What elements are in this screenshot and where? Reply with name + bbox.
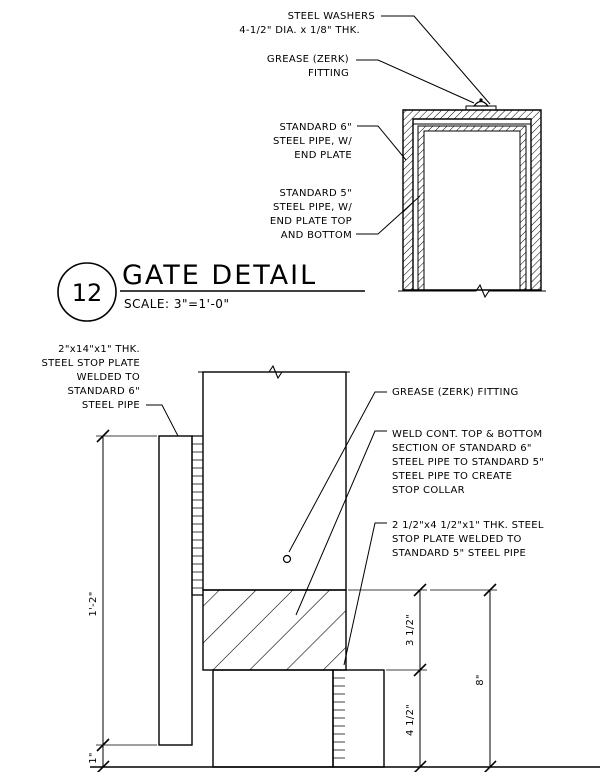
stop-plate-5in: [332, 669, 385, 768]
stop-plate-6in: [158, 435, 193, 746]
note-pipe6-line3: END PLATE: [294, 150, 352, 161]
note-grease-line1: GREASE (ZERK): [267, 54, 349, 65]
note-weld-line3: STEEL PIPE TO STANDARD 5": [392, 457, 544, 468]
note-weld-line5: STOP COLLAR: [392, 485, 465, 496]
note-pipe5-line2: STEEL PIPE, W/: [273, 202, 352, 213]
upper-note-pipe5: STANDARD 5" STEEL PIPE, W/ END PLATE TOP…: [270, 188, 421, 241]
upper-break-line: [398, 283, 546, 299]
dim-base-left: 1": [88, 752, 99, 764]
lower-note-grease: GREASE (ZERK) FITTING: [288, 387, 519, 553]
detail-title: GATE DETAIL: [122, 260, 317, 291]
upper-note-pipe6: STANDARD 6" STEEL PIPE, W/ END PLATE: [273, 122, 407, 161]
note-washers-line1: STEEL WASHERS: [288, 11, 375, 22]
note-sp6-line1: 2"x14"x1" THK.: [58, 344, 140, 355]
note-pipe6-line1: STANDARD 6": [280, 122, 352, 133]
inner-pipe-wall: [417, 125, 527, 291]
upper-note-grease: GREASE (ZERK) FITTING: [267, 54, 475, 104]
detail-number: 12: [72, 279, 103, 307]
lower-break-line: [198, 364, 350, 380]
lower-elevation: [90, 364, 600, 768]
note-weld-line1: WELD CONT. TOP & BOTTOM: [392, 429, 542, 440]
note-grease-line2: FITTING: [308, 68, 349, 79]
note-pipe6-line2: STEEL PIPE, W/: [273, 136, 352, 147]
dim-lower-pipe: 4 1/2": [405, 704, 416, 736]
note-sp6-line2: STEEL STOP PLATE: [41, 358, 140, 369]
note-pipe5-line1: STANDARD 5": [280, 188, 352, 199]
note-washers-line2: 4-1/2" DIA. x 1/8" THK.: [239, 25, 360, 36]
dim-collar: 3 1/2": [405, 614, 416, 646]
lower-5in-pipe: [212, 669, 334, 768]
weld-ticks-right: [333, 677, 345, 759]
note-sp6-line4: STANDARD 6": [68, 386, 140, 397]
note-weld-line2: SECTION OF STANDARD 6": [392, 443, 532, 454]
lower-note-weld: WELD CONT. TOP & BOTTOM SECTION OF STAND…: [295, 429, 544, 616]
dim-total-right: 8": [475, 674, 486, 686]
note-sp5-line1: 2 1/2"x4 1/2"x1" THK. STEEL: [392, 520, 544, 531]
title-block: 12 GATE DETAIL SCALE: 3"=1'-0": [57, 260, 365, 322]
grease-fitting-point: [282, 554, 292, 564]
weld-ticks-left: [192, 443, 203, 589]
upper-6in-pipe: [202, 371, 347, 591]
upper-pipe-section: [398, 98, 546, 299]
dimension-left: 1'-2" 1": [88, 429, 157, 772]
lower-note-stop-plate-6: 2"x14"x1" THK. STEEL STOP PLATE WELDED T…: [41, 344, 179, 437]
note-weld-line4: STEEL PIPE TO CREATE: [392, 471, 512, 482]
dim-height-left: 1'-2": [88, 591, 99, 616]
note-sp5-line2: STOP PLATE WELDED TO: [392, 534, 522, 545]
detail-scale: SCALE: 3"=1'-0": [124, 297, 229, 311]
note-pipe5-line3: END PLATE TOP: [270, 216, 352, 227]
dimension-middle: 3 1/2" 4 1/2": [348, 583, 427, 772]
upper-note-washers: STEEL WASHERS 4-1/2" DIA. x 1/8" THK.: [239, 11, 491, 105]
detail-number-circle: [57, 262, 117, 322]
grease-fitting: [472, 100, 490, 107]
note-sp6-line5: STEEL PIPE: [82, 400, 140, 411]
stop-collar: [202, 589, 347, 671]
note-grease-lower: GREASE (ZERK) FITTING: [392, 387, 519, 398]
note-pipe5-line4: AND BOTTOM: [281, 230, 352, 241]
note-sp6-line3: WELDED TO: [77, 372, 140, 383]
upper-end-plate: [412, 118, 532, 125]
lower-note-stop-plate-5: 2 1/2"x4 1/2"x1" THK. STEEL STOP PLATE W…: [343, 520, 544, 666]
dimension-right: 8": [430, 583, 497, 772]
note-sp5-line3: STANDARD 5" STEEL PIPE: [392, 548, 526, 559]
